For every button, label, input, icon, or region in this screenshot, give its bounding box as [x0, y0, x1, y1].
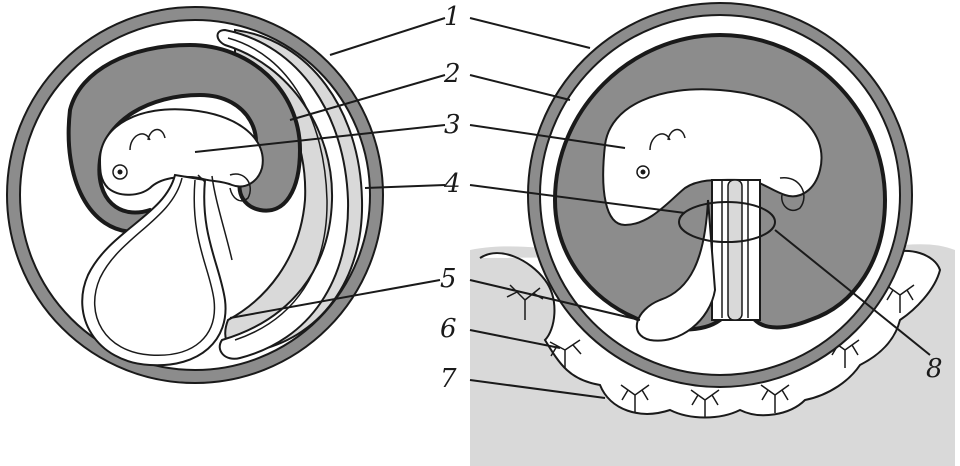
right-embryo-limb-buds	[649, 128, 805, 212]
left-embryo-pupil	[117, 169, 123, 175]
label-8: 8	[926, 354, 943, 384]
label-6: 6	[440, 314, 457, 344]
label-2: 2	[444, 59, 461, 89]
left-embryo-limb-buds	[129, 128, 251, 202]
right-cord-stalk	[727, 179, 743, 321]
right-embryo-body	[602, 88, 823, 227]
leader-lines	[194, 17, 931, 399]
left-embryo-stage	[6, 6, 384, 384]
label-3: 3	[444, 110, 461, 140]
label-5: 5	[440, 264, 457, 294]
left-embryo-body	[98, 108, 264, 196]
right-cord-highlight-ellipse	[678, 201, 776, 243]
left-yolk-sac-inner	[93, 177, 216, 356]
label-1: 1	[444, 2, 461, 32]
right-embryo-stage	[470, 2, 955, 466]
label-4: 4	[444, 169, 461, 199]
left-stalk	[197, 174, 233, 261]
right-embryo-pupil	[640, 169, 646, 175]
left-allantois-inner	[227, 37, 328, 341]
label-7: 7	[440, 364, 457, 394]
left-yolk-sac	[81, 173, 227, 367]
